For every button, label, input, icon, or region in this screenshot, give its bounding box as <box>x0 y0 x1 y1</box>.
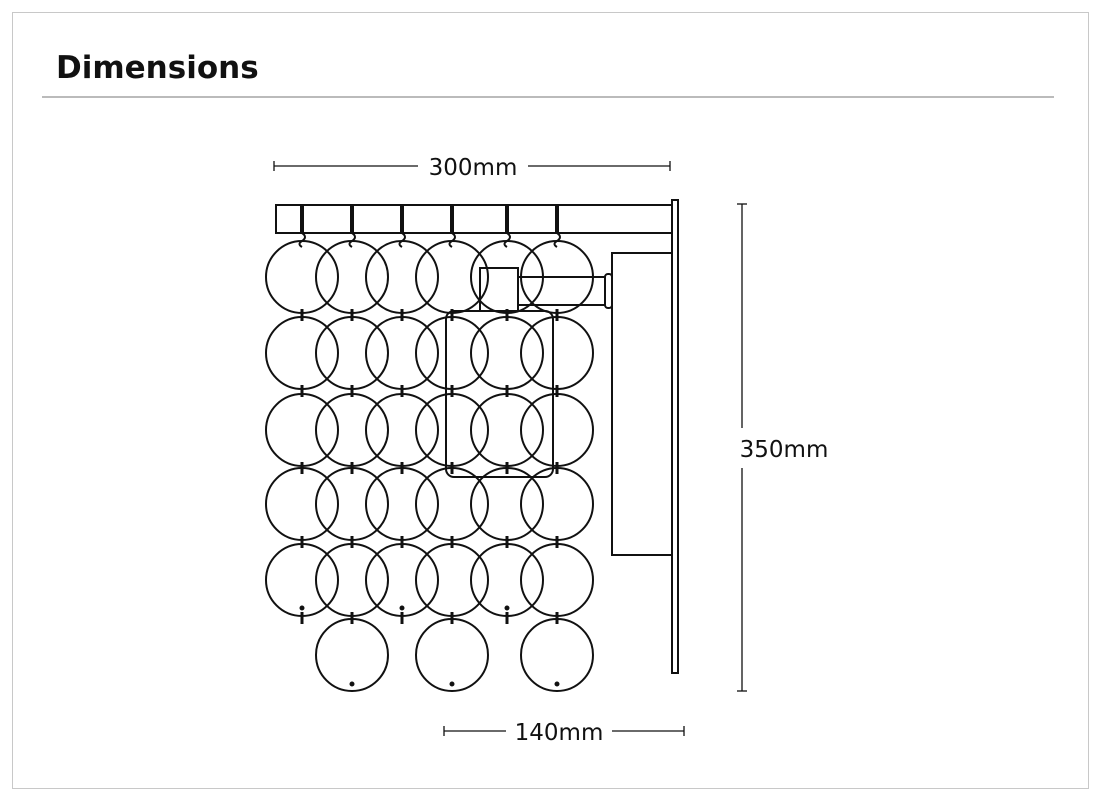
disc <box>520 467 594 541</box>
disc-hole <box>399 605 405 611</box>
top-bar <box>275 204 673 234</box>
disc <box>520 393 594 467</box>
disc <box>415 316 489 390</box>
hook-icon <box>298 232 306 248</box>
width-label: 300mm <box>429 155 518 181</box>
title-divider <box>42 96 1054 98</box>
disc <box>520 543 594 617</box>
disc <box>520 618 594 692</box>
disc <box>415 240 489 314</box>
mount-box <box>611 252 673 556</box>
diagram-frame <box>12 12 1089 789</box>
disc-hole <box>554 681 560 687</box>
depth-label: 140mm <box>515 720 604 746</box>
disc <box>520 316 594 390</box>
disc-hole <box>349 681 355 687</box>
disc-hole <box>504 605 510 611</box>
dimension-lines <box>273 161 747 736</box>
disc-hole <box>299 605 305 611</box>
fixture <box>265 199 679 692</box>
hook-icon <box>448 232 456 248</box>
disc-hole <box>449 681 455 687</box>
page-title: Dimensions <box>56 50 259 86</box>
disc <box>315 618 389 692</box>
hook-icon <box>503 232 511 248</box>
disc <box>415 393 489 467</box>
disc <box>415 543 489 617</box>
height-label: 350mm <box>740 437 829 463</box>
arm-cap <box>604 273 613 309</box>
hook-icon <box>398 232 406 248</box>
disc-array <box>265 205 594 692</box>
hook-icon <box>348 232 356 248</box>
disc <box>415 618 489 692</box>
hook-icon <box>553 232 561 248</box>
disc <box>415 467 489 541</box>
